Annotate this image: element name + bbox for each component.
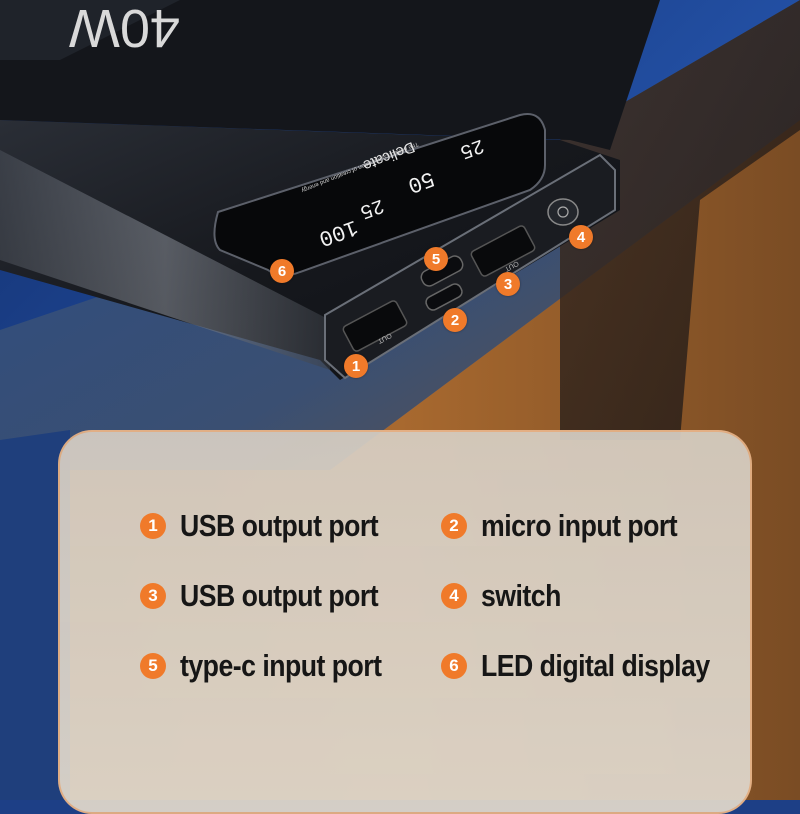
legend-number-badge: 6 <box>441 653 467 679</box>
legend-panel: 1 USB output port 2 micro input port 3 U… <box>58 430 752 814</box>
legend-number-badge: 1 <box>140 513 166 539</box>
callout-marker-3: 3 <box>496 272 520 296</box>
legend-number-badge: 3 <box>140 583 166 609</box>
legend-label: type-c input port <box>180 648 382 683</box>
legend-label: USB output port <box>180 508 379 543</box>
legend-item-type-c-input: 5 type-c input port <box>140 648 414 684</box>
legend-item-usb-output-1: 1 USB output port <box>140 508 410 544</box>
legend-number-badge: 5 <box>140 653 166 679</box>
legend-item-usb-output-2: 3 USB output port <box>140 578 410 614</box>
legend-number-badge: 4 <box>441 583 467 609</box>
legend-item-switch: 4 switch <box>441 578 574 614</box>
legend-label: USB output port <box>180 578 379 613</box>
legend-item-micro-input: 2 micro input port <box>441 508 709 544</box>
legend-label: micro input port <box>481 508 678 543</box>
callout-marker-4: 4 <box>569 225 593 249</box>
callout-marker-6: 6 <box>270 259 294 283</box>
legend-number-badge: 2 <box>441 513 467 539</box>
callout-marker-1: 1 <box>344 354 368 378</box>
legend-label: switch <box>481 578 561 613</box>
legend-label: LED digital display <box>481 648 710 683</box>
power-bank <box>0 0 660 380</box>
legend-item-led-display: 6 LED digital display <box>441 648 747 684</box>
callout-marker-2: 2 <box>443 308 467 332</box>
capacity-print: 40W <box>69 0 180 58</box>
callout-marker-5: 5 <box>424 247 448 271</box>
